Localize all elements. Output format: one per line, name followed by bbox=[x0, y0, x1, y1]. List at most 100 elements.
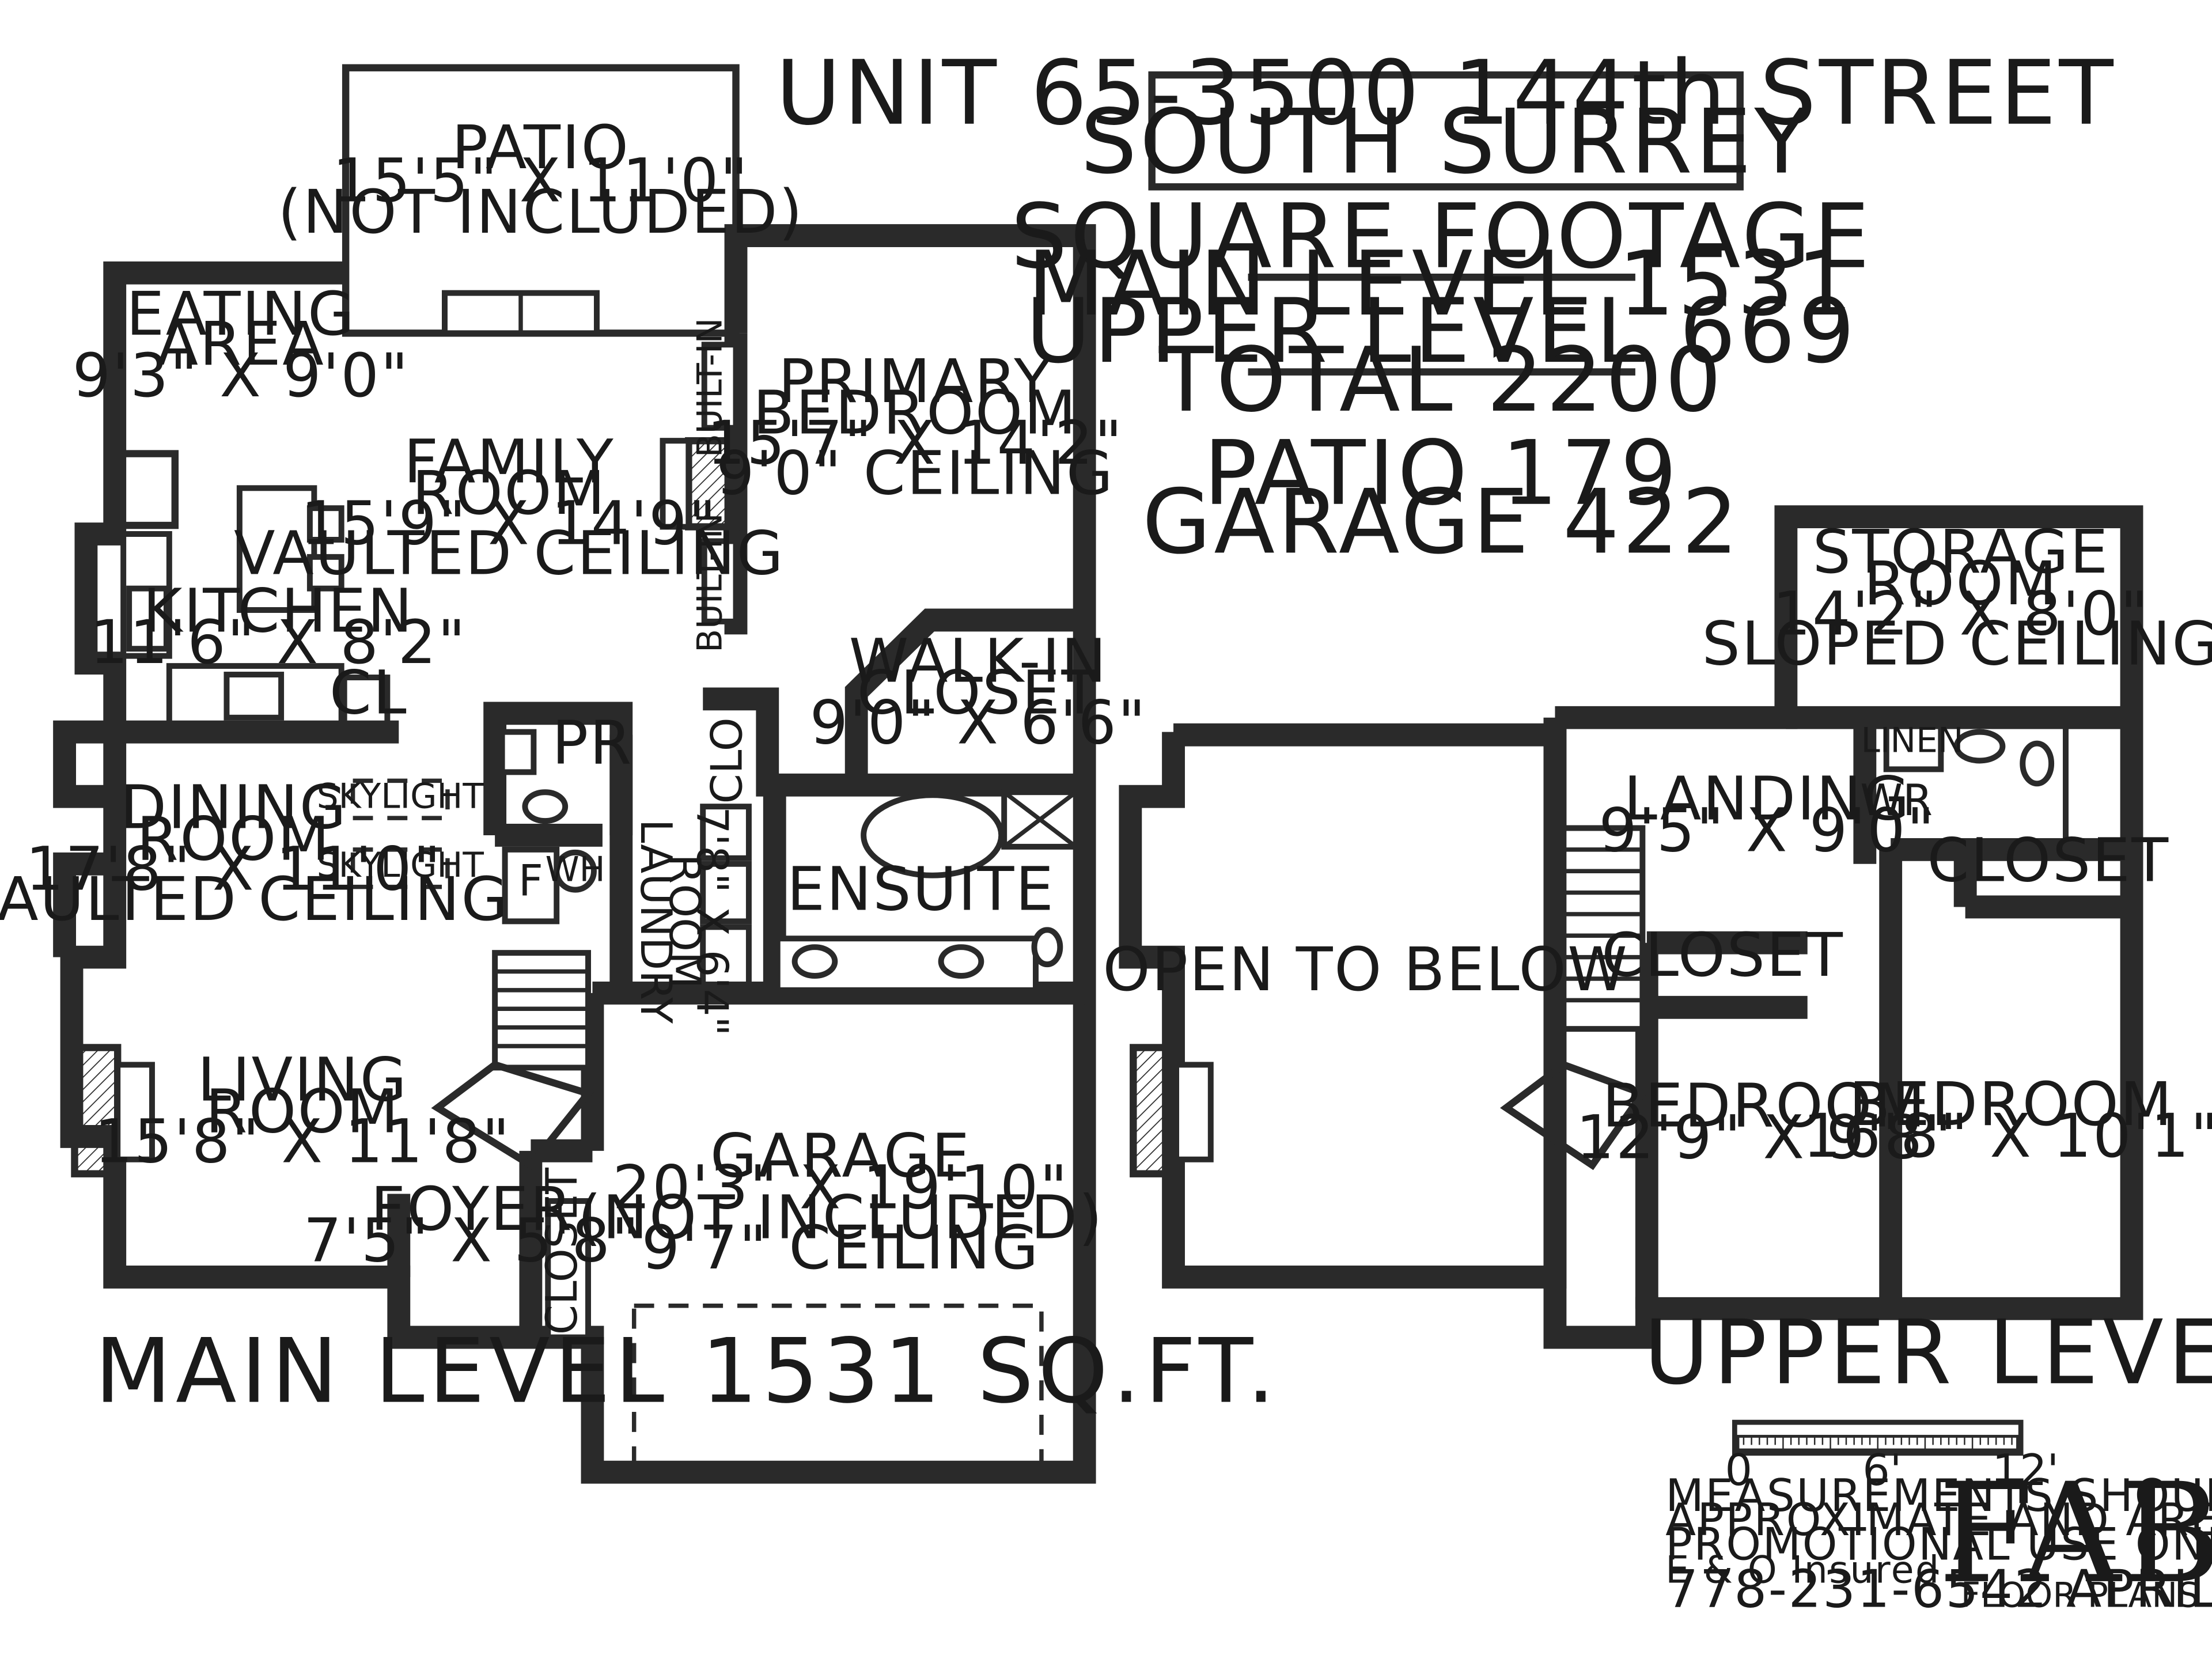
patio-note: (NOT INCLUDED) bbox=[278, 177, 804, 247]
primary-bedroom-ceiling: 9'0" CEILING bbox=[716, 438, 1114, 508]
sqft-total: TOTAL 2200 bbox=[1158, 329, 1724, 432]
laundry-size: 7'8" X 6'4" bbox=[687, 806, 737, 1036]
eating-area-size: 9'3" X 9'0" bbox=[73, 340, 410, 411]
landing-size: 9'5" X 9'0" bbox=[1599, 795, 1936, 865]
patio-size: 15'5" X 11'0" bbox=[332, 145, 749, 215]
living-room-label-1: LIVING bbox=[198, 1045, 408, 1115]
bedroom-2-label: BEDROOM bbox=[1849, 1069, 2173, 1139]
scale-0: 0 bbox=[1725, 1445, 1752, 1495]
water-heater bbox=[554, 849, 597, 893]
garage-door bbox=[631, 1304, 1044, 1480]
disclaimer-line-3: PROMOTIONAL USE ONLY. bbox=[1665, 1519, 2212, 1571]
kitchen-size: 11'6" X 8'2" bbox=[90, 607, 467, 677]
laundry-label-1: LAUNDRY bbox=[631, 819, 681, 1024]
upper-level-plan bbox=[1119, 505, 2143, 1349]
skylight-1-label: SKYLIGHT bbox=[317, 777, 484, 817]
walk-in-closet-label-2: CLOSET bbox=[857, 657, 1100, 728]
wr-label: WR bbox=[1860, 775, 1933, 825]
scale-6: 6' bbox=[1862, 1445, 1902, 1495]
foyer-label: FOYER bbox=[370, 1174, 573, 1244]
main-level-caption: MAIN LEVEL 1531 SQ.FT. bbox=[94, 1320, 1279, 1423]
eating-area-label-1: EATING bbox=[126, 279, 355, 349]
primary-bedroom-label-1: PRIMARY bbox=[778, 346, 1052, 416]
disclaimer-line-2: APPROXIMATE AND ARE FOR bbox=[1665, 1494, 2212, 1546]
foyer-size: 7'5" X 5'8" bbox=[304, 1206, 641, 1276]
ensuite-label: ENSUITE bbox=[787, 854, 1055, 924]
upper-level-caption: UPPER LEVEL 669 SQ.FT. bbox=[1644, 1301, 2212, 1404]
kitchen-label: KITCHEN bbox=[143, 575, 414, 646]
cooktop bbox=[224, 672, 285, 721]
pr-label: PR bbox=[552, 707, 633, 778]
kitchen-bay bbox=[116, 450, 179, 529]
disclaimer-line-4: E & O Insured bbox=[1665, 1548, 1940, 1592]
skylight-2-label: SKYLIGHT bbox=[317, 846, 484, 885]
built-in-bottom-label: BUILT-IN bbox=[691, 513, 730, 653]
sqft-main: MAIN LEVEL 1531 bbox=[1028, 233, 1856, 336]
eating-area-label-2: AREA bbox=[157, 309, 325, 379]
dining-room-label-2: ROOM bbox=[137, 804, 331, 874]
fireplace-upper bbox=[1130, 1044, 1180, 1177]
wh-label: WH bbox=[546, 850, 605, 890]
logo-text: FAB bbox=[1938, 1454, 2212, 1614]
family-room-label-1: FAMILY bbox=[404, 426, 615, 497]
walk-in-closet-size: 9'0" X 6'6" bbox=[810, 688, 1147, 758]
storage-room-ceiling: SLOPED CEILING bbox=[1702, 609, 2212, 679]
primary-bedroom-label-2: BEDROOM bbox=[753, 378, 1077, 448]
scale-bar: 0 6' 12' bbox=[1725, 1419, 2059, 1495]
scale-12: 12' bbox=[1992, 1445, 2059, 1495]
primary-bedroom-size: 15'7" X 14'2" bbox=[707, 408, 1123, 478]
cl-label: CL bbox=[329, 657, 408, 728]
dining-room-size: 17'8" X 11'0" bbox=[25, 834, 442, 904]
built-in-top-label: BUILT-IN bbox=[691, 318, 730, 457]
kitchen-sink bbox=[126, 585, 169, 652]
kitchen-island bbox=[236, 485, 317, 613]
garage-note: (NOT INCLUDED) bbox=[578, 1183, 1104, 1253]
upper-right-wall bbox=[1543, 505, 2143, 1349]
garage-ceiling: 9'7" CEILING bbox=[642, 1213, 1040, 1283]
sqft-garage: GARAGE 422 bbox=[1142, 471, 1741, 574]
living-room-label-2: ROOM bbox=[206, 1076, 400, 1146]
address-box: UNIT 65-3500 144th STREET SOUTH SURREY bbox=[776, 42, 2116, 194]
dining-room-label-1: DINING bbox=[120, 772, 348, 843]
bedroom-1-size: 12'9" X 9'8" bbox=[1576, 1102, 1953, 1172]
fab-logo: FAB FLOOR PLANS bbox=[1938, 1454, 2212, 1616]
clo-label: CLO bbox=[702, 718, 752, 804]
f-label: F bbox=[518, 856, 543, 906]
bedroom-1-label: BEDROOM bbox=[1602, 1070, 1926, 1141]
disclaimer-line-5: 778-231-6542 APRIL 2026 bbox=[1665, 1560, 2212, 1620]
address-line-1: UNIT 65-3500 144th STREET bbox=[776, 42, 2116, 145]
sqft-patio: PATIO 179 bbox=[1203, 422, 1680, 525]
upper-stairs bbox=[1560, 825, 1646, 1032]
main-level-plan bbox=[53, 64, 1096, 1484]
sqft-heading: SQUARE FOOTAGE bbox=[1011, 185, 1873, 289]
family-room-size: 15'9" X 14'9" bbox=[301, 488, 717, 558]
disclaimer-line-1: MEASUREMENTS SHOULD BE CONSIDERED bbox=[1665, 1470, 2212, 1522]
disclaimer: MEASUREMENTS SHOULD BE CONSIDERED APPROX… bbox=[1665, 1470, 2212, 1620]
bedroom-2-size: 16'8" X 10'1" bbox=[1803, 1101, 2212, 1171]
address-line-2: SOUTH SURREY bbox=[1081, 90, 1812, 194]
dining-room-ceiling: VAULTED CEILING bbox=[0, 864, 509, 934]
upper-bathtub bbox=[2063, 723, 2126, 844]
walk-in-closet-label-1: WALK-IN bbox=[849, 626, 1108, 696]
linen-label: LINEN bbox=[1861, 721, 1964, 761]
living-room-size: 15'8" X 11'8" bbox=[94, 1107, 511, 1177]
closet-1-label: CLOSET bbox=[1601, 920, 1844, 990]
closet-2-label: CLOSET bbox=[1927, 825, 2170, 896]
storage-room-size: 14'2" X 8'0" bbox=[1772, 578, 2149, 649]
laundry-label-2: ROOM bbox=[660, 854, 710, 988]
landing-label: LANDING bbox=[1624, 764, 1911, 834]
storage-room-label-1: STORAGE bbox=[1813, 517, 2109, 587]
square-footage-summary: SQUARE FOOTAGE MAIN LEVEL 1531 UPPER LEV… bbox=[1011, 185, 1873, 574]
garage-size: 20'3" X 19'10" bbox=[612, 1152, 1069, 1222]
main-level-labels: PATIO 15'5" X 11'0" (NOT INCLUDED) EATIN… bbox=[0, 112, 1279, 1423]
skylight-1 bbox=[350, 778, 450, 820]
garage-label: GARAGE bbox=[710, 1121, 971, 1191]
upper-level-labels: OPEN TO BELOW STORAGE ROOM 14'2" X 8'0" … bbox=[1103, 517, 2212, 1404]
sqft-upper: UPPER LEVEL 669 bbox=[1026, 280, 1858, 383]
patio-label: PATIO bbox=[452, 112, 630, 183]
open-to-below-label: OPEN TO BELOW bbox=[1103, 934, 1628, 1005]
family-room-label-2: ROOM bbox=[412, 458, 606, 528]
family-room-ceiling: VAULTED CEILING bbox=[234, 518, 785, 589]
skylight-2 bbox=[350, 847, 450, 889]
